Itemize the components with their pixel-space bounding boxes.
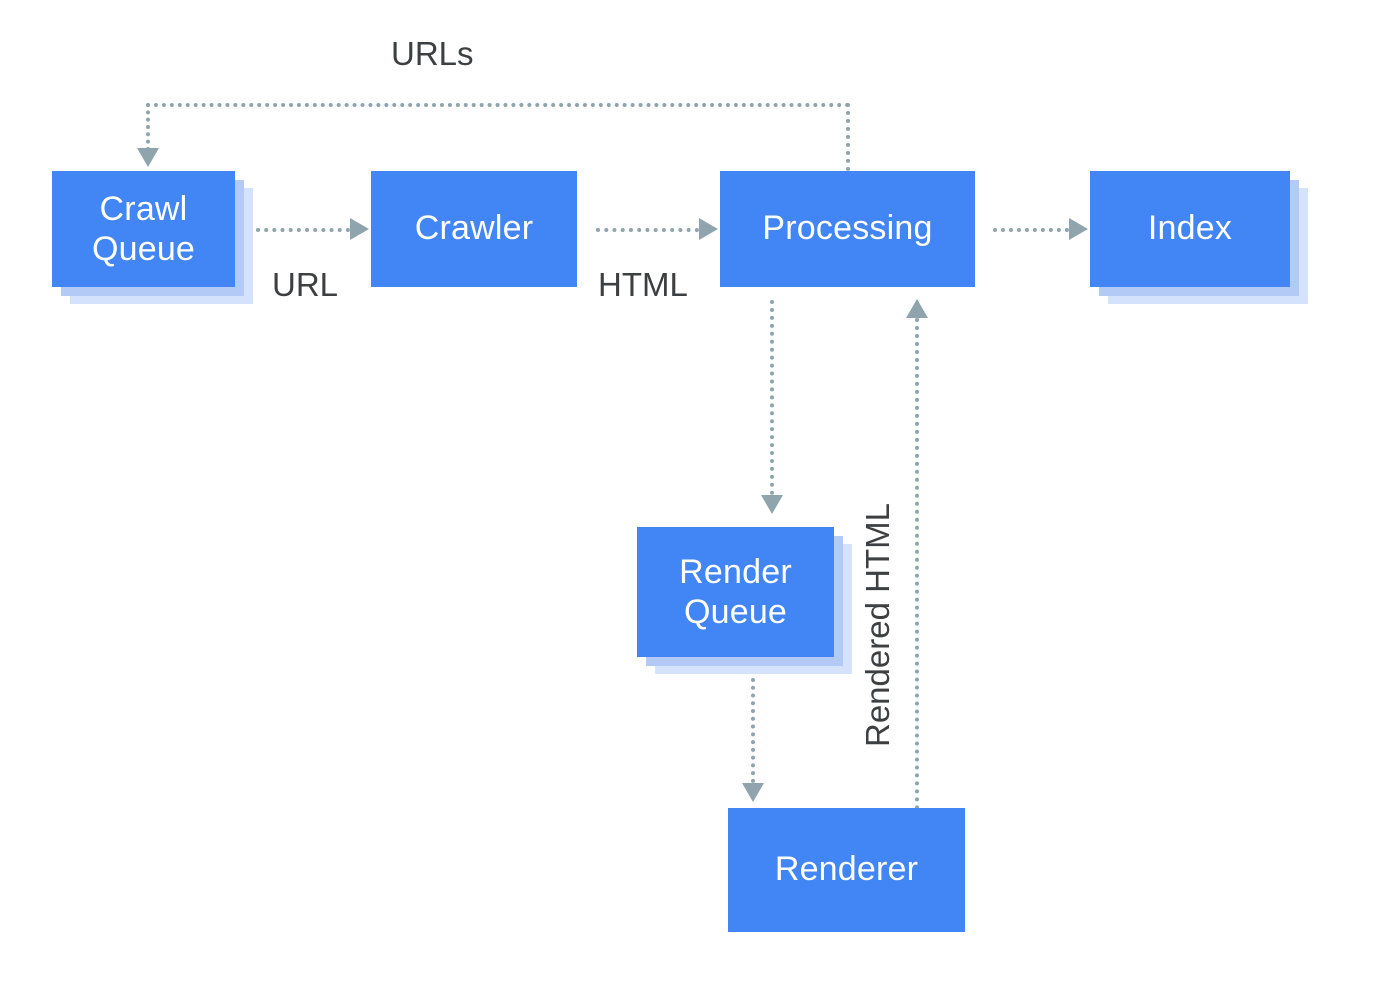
node-render-queue[interactable]: Render Queue	[637, 527, 834, 657]
node-index-label: Index	[1147, 209, 1233, 248]
node-crawl-queue[interactable]: Crawl Queue	[52, 171, 235, 287]
edge-label-rendered-html: Rendered HTML	[859, 503, 896, 747]
node-crawler-label: Crawler	[414, 209, 534, 248]
edge-urls-span	[146, 103, 850, 107]
edge-to-renderer-arrowhead	[742, 783, 764, 802]
edge-label-url: URL	[272, 266, 339, 303]
node-render-queue-label: Render Queue	[679, 552, 792, 632]
edge-urls-arrowhead	[137, 148, 159, 167]
edge-label-html: HTML	[598, 266, 688, 303]
edge-rendered-html-line	[915, 318, 919, 810]
edge-html-line	[596, 228, 699, 232]
edge-rendered-html-arrowhead	[906, 299, 928, 318]
node-crawl-queue-line1: Crawl	[99, 189, 188, 228]
edge-to-render-queue-arrowhead	[761, 495, 783, 514]
edge-label-urls: URLs	[391, 35, 474, 72]
node-crawler[interactable]: Crawler	[371, 171, 577, 287]
node-processing-label: Processing	[762, 209, 933, 248]
edge-to-render-queue-line	[770, 300, 774, 495]
edge-urls-riser	[846, 103, 850, 171]
edge-to-index-arrowhead	[1069, 218, 1088, 240]
node-render-queue-line2: Queue	[683, 593, 788, 631]
node-renderer[interactable]: Renderer	[728, 808, 965, 932]
edge-html-arrowhead	[699, 218, 718, 240]
node-render-queue-line1: Render	[679, 552, 792, 591]
edge-to-index-line	[993, 228, 1069, 232]
node-renderer-label: Renderer	[774, 850, 919, 889]
node-crawl-queue-label: Crawl Queue	[92, 189, 195, 269]
node-index[interactable]: Index	[1090, 171, 1290, 287]
edge-urls-descender	[146, 103, 150, 151]
node-processing[interactable]: Processing	[720, 171, 975, 287]
edge-to-renderer-line	[751, 678, 755, 783]
node-crawl-queue-line2: Queue	[91, 230, 196, 268]
edge-url-line	[256, 228, 350, 232]
edge-url-arrowhead	[350, 218, 369, 240]
